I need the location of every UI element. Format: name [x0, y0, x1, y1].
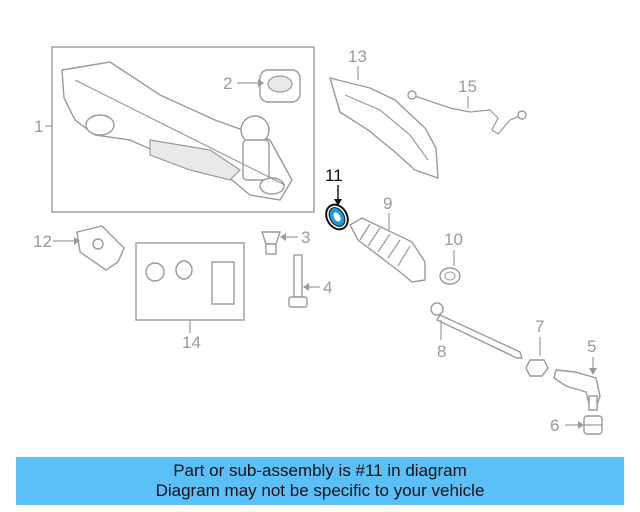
banner-line-2: Diagram may not be specific to your vehi…: [155, 481, 485, 500]
bolt-3-drawing: [261, 231, 281, 255]
arrow-4: [303, 283, 309, 291]
nut-6-drawing: [583, 415, 603, 435]
banner-line-1: Part or sub-assembly is #11 in diagram: [173, 461, 467, 480]
callout-13: 13: [348, 47, 367, 66]
callout-14: 14: [182, 333, 201, 352]
callout-1: 1: [34, 117, 43, 136]
clamp-11-drawing: [325, 203, 349, 231]
hose-drawing: [407, 90, 527, 135]
callout-3: 3: [301, 228, 310, 247]
arrow-6: [578, 421, 584, 429]
arrow-12: [74, 237, 80, 245]
rack-boot-drawing: [349, 217, 426, 283]
heat-shield-drawing: [328, 77, 439, 180]
tie-rod-8-drawing: [430, 302, 523, 359]
tie-rod-end-5-drawing: [553, 369, 601, 411]
callout-11: 11: [325, 166, 343, 185]
callout-15: 15: [458, 77, 477, 96]
rack-assembly-box: [51, 46, 315, 213]
bracket-12-drawing: [76, 225, 125, 271]
arrow-5: [589, 368, 597, 375]
callout-5: 5: [587, 337, 596, 356]
callout-12: 12: [33, 232, 52, 251]
callout-8: 8: [437, 342, 446, 361]
callout-6: 6: [550, 416, 559, 435]
info-banner: Part or sub-assembly is #11 in diagram D…: [16, 457, 624, 505]
mount-bushing-drawing: [259, 69, 301, 103]
callout-7: 7: [535, 317, 544, 336]
arrow-11: [334, 199, 342, 206]
callout-4: 4: [323, 278, 332, 297]
callout-10: 10: [444, 230, 463, 249]
callout-9: 9: [383, 194, 392, 213]
clamp-10-drawing: [439, 267, 461, 285]
kit-14-contents: [145, 260, 235, 305]
nut-7-drawing: [525, 359, 549, 377]
bolt-4-drawing: [288, 254, 308, 308]
callout-2: 2: [223, 74, 232, 93]
arrow-2: [258, 79, 264, 87]
steering-rack-drawing: [61, 61, 293, 201]
arrow-3: [280, 233, 286, 241]
parts-diagram: 1 2 13 15 11 9: [33, 46, 603, 435]
